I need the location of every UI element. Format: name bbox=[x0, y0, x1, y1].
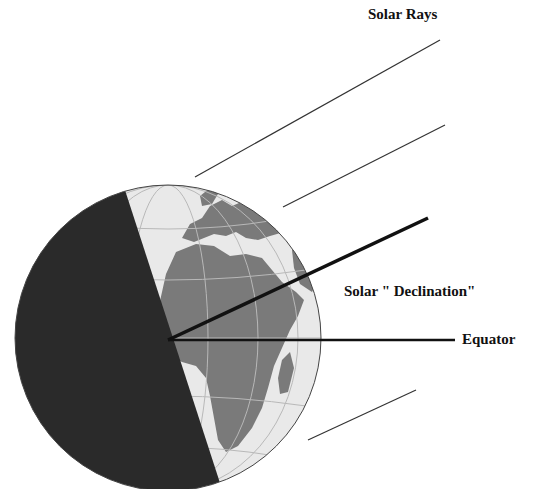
scandinavia bbox=[238, 176, 262, 192]
globe-outline bbox=[15, 185, 321, 489]
solar-ray bbox=[308, 390, 416, 440]
europe bbox=[182, 186, 324, 242]
night-side bbox=[0, 150, 232, 489]
solar-ray bbox=[283, 125, 445, 207]
solar-ray bbox=[195, 40, 440, 177]
globe-map bbox=[0, 150, 324, 489]
rays-label: Solar Rays bbox=[368, 6, 437, 23]
declination-label: Solar " Declination" bbox=[344, 283, 475, 300]
madagascar bbox=[278, 352, 294, 394]
equator-line bbox=[168, 339, 455, 342]
equator-label: Equator bbox=[462, 331, 515, 348]
declination-line bbox=[168, 218, 428, 340]
